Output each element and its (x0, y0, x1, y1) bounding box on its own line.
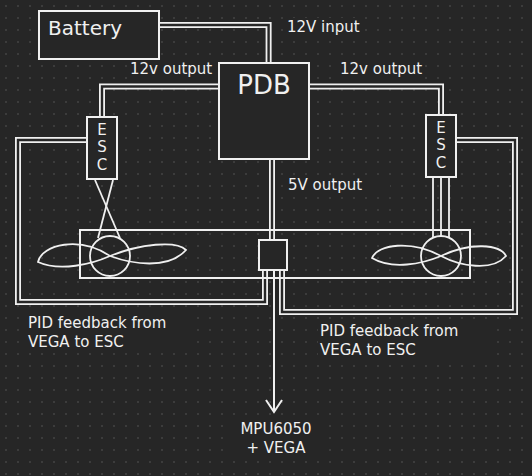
wire-outer (310, 87, 441, 115)
controller-box (259, 240, 287, 270)
wire-inner (160, 25, 269, 62)
node-text: E S C (95, 122, 110, 174)
wire-outer (102, 87, 218, 117)
esc-box: E S C (86, 116, 118, 180)
signal-label: PID feedback from VEGA to ESC (318, 322, 487, 360)
node-text: E S C (434, 120, 449, 172)
edge-label: 12V input (285, 18, 362, 37)
power-wire (102, 87, 218, 117)
wire-inner (102, 87, 218, 117)
edge-label: 12v output (338, 60, 424, 79)
module-label: MPU6050 + VEGA (232, 420, 320, 458)
edge-label: 12v output (128, 60, 214, 79)
pdb-box: PDB (218, 62, 310, 160)
wire-outer (160, 25, 269, 62)
esc-box: E S C (425, 114, 457, 178)
node-text: Battery (48, 16, 150, 40)
voltage-label: 5V output (286, 176, 390, 195)
wire-inner (310, 87, 441, 115)
power-wire (160, 25, 269, 62)
battery-box: Battery (38, 10, 160, 60)
output-arrow (266, 270, 282, 412)
left-motor (38, 180, 186, 276)
node-text: PDB (224, 70, 304, 101)
power-wire (310, 87, 441, 115)
right-motor (372, 178, 506, 276)
signal-label: PID feedback from VEGA to ESC (26, 314, 195, 352)
